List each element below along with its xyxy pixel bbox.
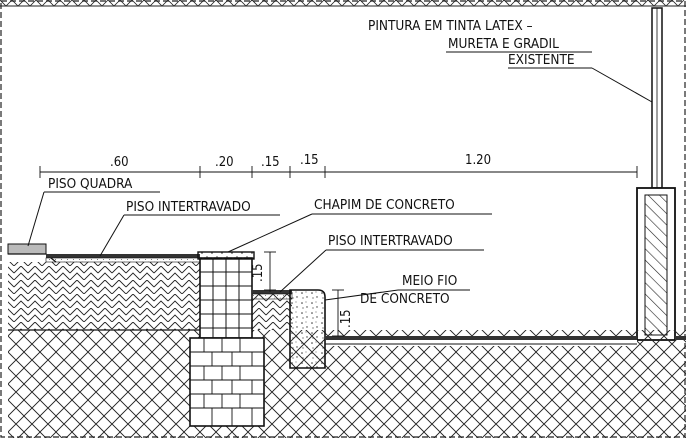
soil-lower <box>8 330 686 438</box>
callout-meio-fio-line1: MEIO FIO <box>402 273 457 289</box>
callout-pintura-line3: EXISTENTE <box>508 52 575 68</box>
soil-upper-left <box>8 262 200 330</box>
callout-meio-fio-line2: DE CONCRETO <box>360 291 450 307</box>
dim-v015b: .15 <box>339 309 354 328</box>
base-strip <box>325 340 637 346</box>
callout-piso-quadra: PISO QUADRA <box>48 176 133 192</box>
piso-intertravado-upper <box>45 254 201 263</box>
dimension-line-vertical-1 <box>264 251 276 292</box>
top-border-strip <box>0 0 686 7</box>
dim-v015a: .15 <box>251 263 266 282</box>
dim-020: .20 <box>215 155 234 170</box>
soil-upper-mid <box>252 290 292 330</box>
piso-intertravado-mid <box>251 290 293 300</box>
block-wall <box>197 251 255 339</box>
dim-120: 1.20 <box>465 153 491 168</box>
piso-lower-right <box>325 336 686 345</box>
mureta-existente <box>636 7 676 341</box>
dimension-line-vertical-2 <box>332 289 344 337</box>
callout-pintura-line1: PINTURA EM TINTA LATEX – <box>368 18 533 34</box>
dim-015b: .15 <box>300 153 319 168</box>
callout-piso-intertravado-1: PISO INTERTRAVADO <box>126 199 251 215</box>
dim-060: .60 <box>110 155 129 170</box>
dim-015a: .15 <box>261 155 280 170</box>
block-footing <box>189 337 265 427</box>
dimension-line-horizontal <box>39 166 638 178</box>
callout-pintura-line2: MURETA E GRADIL <box>448 36 559 52</box>
callout-piso-intertravado-2: PISO INTERTRAVADO <box>328 233 453 249</box>
callout-leaders <box>27 51 653 301</box>
meio-fio <box>289 289 326 369</box>
callout-chapim: CHAPIM DE CONCRETO <box>314 197 455 213</box>
